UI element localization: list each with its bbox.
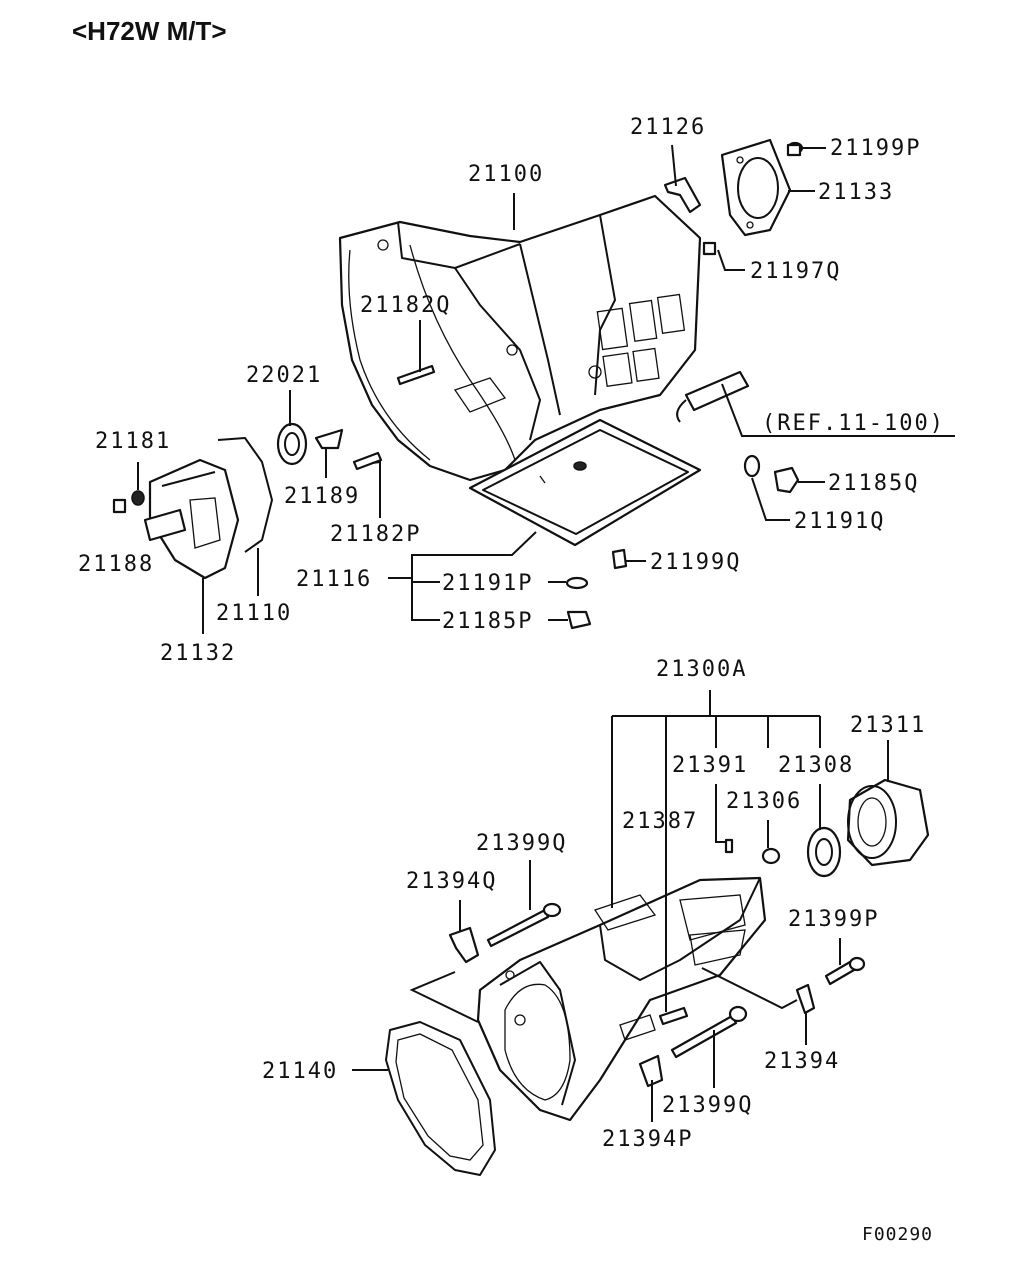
label-21191q: 21191Q xyxy=(794,509,885,534)
gasket-21191q xyxy=(743,454,761,478)
label-21182q: 21182Q xyxy=(360,293,451,318)
label-21199q-mid: 21199Q xyxy=(650,550,741,575)
label-21182p: 21182P xyxy=(330,522,421,547)
plug-21306 xyxy=(761,847,781,865)
bolt-21199p-top xyxy=(786,141,804,157)
label-ref: (REF.11-100) xyxy=(762,411,945,436)
label-21132: 21132 xyxy=(160,641,236,666)
label-21140: 21140 xyxy=(262,1059,338,1084)
bolt-21399q-top xyxy=(486,902,562,948)
plug-21185p xyxy=(566,610,592,630)
label-21394p: 21394P xyxy=(602,1127,693,1152)
plug-21199q-mid xyxy=(611,548,628,570)
diagram-title: <H72W M/T> xyxy=(72,16,227,46)
label-21399q-top: 21399Q xyxy=(476,831,567,856)
oil-seal-22021 xyxy=(276,422,308,466)
bushing-21311 xyxy=(846,778,930,867)
label-21394q: 21394Q xyxy=(406,869,497,894)
nut-21197q xyxy=(702,241,717,256)
label-21100: 21100 xyxy=(468,162,544,187)
nut-21188 xyxy=(112,498,127,514)
gasket-21110 xyxy=(217,437,273,553)
bearing-retainer-21133 xyxy=(720,138,792,237)
label-21189: 21189 xyxy=(284,484,360,509)
label-21185p: 21185P xyxy=(442,609,533,634)
oil-seal-21308 xyxy=(806,826,842,878)
leader-lines-lower xyxy=(352,690,889,1122)
bracket-21126 xyxy=(663,176,702,214)
label-21300a: 21300A xyxy=(656,657,747,682)
stud-21182p xyxy=(352,451,383,471)
breather-tube xyxy=(676,370,750,423)
extension-housing xyxy=(476,876,767,1122)
label-21188: 21188 xyxy=(78,552,154,577)
front-cover-21132 xyxy=(143,458,240,580)
bolt-21181 xyxy=(131,490,145,506)
oil-pan xyxy=(468,418,702,547)
plug-21185q xyxy=(773,466,800,494)
label-21185q: 21185Q xyxy=(828,471,919,496)
gasket-21140 xyxy=(385,1021,496,1176)
label-21399p: 21399P xyxy=(788,907,879,932)
label-21306: 21306 xyxy=(726,789,802,814)
transmission-case xyxy=(338,194,702,482)
label-21387: 21387 xyxy=(622,809,698,834)
label-21191p: 21191P xyxy=(442,571,533,596)
label-21394: 21394 xyxy=(764,1049,840,1074)
label-21199p-top: 21199P xyxy=(830,136,921,161)
label-21133: 21133 xyxy=(818,180,894,205)
stud-21387 xyxy=(658,1006,689,1026)
label-21391: 21391 xyxy=(672,753,748,778)
pin-21391 xyxy=(724,838,734,854)
label-21116: 21116 xyxy=(296,567,372,592)
label-21197q: 21197Q xyxy=(750,259,841,284)
label-21311: 21311 xyxy=(850,713,926,738)
bracket-21394q xyxy=(448,926,480,964)
bolt-21399q-bottom xyxy=(670,1005,748,1059)
bracket-21394p xyxy=(638,1054,664,1088)
pin-21189 xyxy=(314,428,344,450)
bracket-21394 xyxy=(795,983,816,1015)
label-22021: 22021 xyxy=(246,363,322,388)
label-21399q-bottom: 21399Q xyxy=(662,1093,753,1118)
figure-code: F00290 xyxy=(862,1224,933,1245)
bolt-21399p xyxy=(824,956,866,986)
label-21308: 21308 xyxy=(778,753,854,778)
leader-lines-upper xyxy=(137,144,955,634)
label-21110: 21110 xyxy=(216,601,292,626)
label-21181: 21181 xyxy=(95,429,171,454)
label-21126: 21126 xyxy=(630,115,706,140)
gasket-21191p xyxy=(565,576,589,590)
